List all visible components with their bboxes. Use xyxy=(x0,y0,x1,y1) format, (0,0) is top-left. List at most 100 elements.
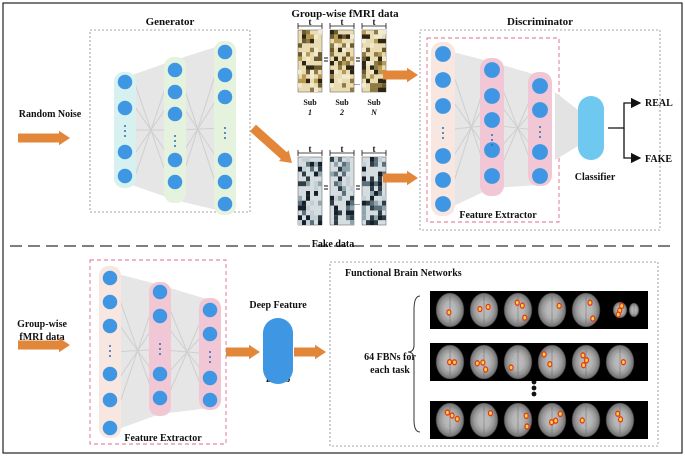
brain-slice xyxy=(571,402,601,438)
layer-connection xyxy=(555,92,578,160)
brain-slice xyxy=(435,344,465,380)
top-feature-extractor-label: Feature Extractor xyxy=(459,210,537,221)
time-label: t xyxy=(341,144,344,154)
fake-data-label: Fake data xyxy=(312,239,355,250)
neuron-node xyxy=(202,370,218,386)
layer-connection xyxy=(175,44,225,212)
neuron-node xyxy=(167,106,183,122)
generator-to-fake-arrow xyxy=(249,124,292,163)
discriminator-box xyxy=(419,29,661,231)
brain-slice xyxy=(469,344,499,380)
bottom-feature-extractor-label: Feature Extractor xyxy=(124,433,202,444)
subject-number: N xyxy=(370,108,378,117)
brain-slice xyxy=(537,402,567,438)
generator-box xyxy=(89,29,251,213)
generator-title: Generator xyxy=(146,16,195,28)
ellipsis-dot xyxy=(539,126,541,128)
brain-slice xyxy=(571,292,601,328)
discriminator-title: Discriminator xyxy=(507,16,573,28)
deep-feature-label: Deep Feature xyxy=(249,300,307,311)
real-fmri-strip xyxy=(361,23,387,93)
subject-number: 1 xyxy=(308,108,312,117)
fake-data-arrow xyxy=(383,170,418,186)
neuron-node xyxy=(102,420,118,436)
fbn-count-line2: each task xyxy=(370,365,410,376)
neuron-node xyxy=(102,294,118,310)
fake-fmri-strip xyxy=(297,150,323,226)
lasso-to-fbn-arrow xyxy=(294,344,326,360)
fbn-brace xyxy=(407,295,421,433)
neuron-node xyxy=(117,168,133,184)
subject-label: Sub xyxy=(367,98,381,107)
neuron-node xyxy=(435,196,451,212)
ellipsis-dot xyxy=(159,348,161,350)
brain-slice xyxy=(435,292,465,328)
brain-slice xyxy=(537,292,567,328)
brain-slice xyxy=(503,402,533,438)
neuron-node xyxy=(217,152,233,168)
fake-arrow xyxy=(623,128,642,164)
fbn-count-line1: 64 FBNs for xyxy=(364,352,416,363)
extractor-to-lasso-arrow xyxy=(226,344,260,360)
neuron-node xyxy=(117,144,133,160)
noise-arrow xyxy=(18,130,70,146)
neuron-node xyxy=(117,100,133,116)
neuron-node xyxy=(217,174,233,190)
neuron-node xyxy=(435,172,451,188)
ellipsis-dot xyxy=(442,127,444,129)
neuron-node xyxy=(167,174,183,190)
classifier-node xyxy=(578,96,604,160)
brain-slice xyxy=(469,292,499,328)
ellipsis-dot xyxy=(124,125,126,127)
brain-slice xyxy=(605,402,635,438)
neuron-node xyxy=(532,168,548,184)
neuron-node xyxy=(152,308,168,324)
brain-slice xyxy=(628,302,640,318)
ellipsis-dot xyxy=(209,356,211,358)
neuron-node xyxy=(532,78,548,94)
neuron-node xyxy=(532,102,548,118)
neuron-node xyxy=(202,326,218,342)
ellipsis-dot xyxy=(109,350,111,352)
ellipsis-dot xyxy=(124,130,126,132)
brain-slice xyxy=(503,344,533,380)
ellipsis-dot xyxy=(224,127,226,129)
neuron-node xyxy=(435,46,451,62)
time-label: t xyxy=(373,144,376,154)
neuron-node xyxy=(217,44,233,60)
neuron-node xyxy=(484,142,500,158)
ellipsis-dot xyxy=(209,361,211,363)
neuron-node xyxy=(117,74,133,90)
fbn-title: Functional Brain Networks xyxy=(345,268,462,279)
brain-slice xyxy=(469,402,499,438)
ellipsis-dot xyxy=(224,137,226,139)
neuron-node xyxy=(435,72,451,88)
real-arrow xyxy=(608,97,642,129)
neuron-node xyxy=(532,144,548,160)
time-label: t xyxy=(309,17,312,27)
ellipsis-dot xyxy=(442,137,444,139)
neuron-node xyxy=(217,67,233,83)
ellipsis-dot xyxy=(109,355,111,357)
ellipsis-label: ... xyxy=(354,78,360,87)
brain-slice xyxy=(571,344,601,380)
ellipsis-dot xyxy=(224,132,226,134)
neuron-node xyxy=(102,270,118,286)
neuron-node xyxy=(484,112,500,128)
neuron-node xyxy=(152,390,168,406)
lasso-node xyxy=(263,318,293,384)
fake-label: FAKE xyxy=(645,154,672,165)
real-data-arrow xyxy=(383,67,418,83)
ellipsis-dot xyxy=(109,345,111,347)
ellipsis-dot xyxy=(491,144,493,146)
ellipsis-dot xyxy=(491,139,493,141)
ellipsis-dot xyxy=(174,140,176,142)
neuron-node xyxy=(217,89,233,105)
classifier-label: Classifier xyxy=(575,172,616,183)
neuron-node xyxy=(167,62,183,78)
neuron-node xyxy=(484,88,500,104)
ellipsis-dot xyxy=(159,353,161,355)
brain-slice xyxy=(612,301,628,319)
bottom-groupwise-line2: fMRI data xyxy=(19,332,64,343)
